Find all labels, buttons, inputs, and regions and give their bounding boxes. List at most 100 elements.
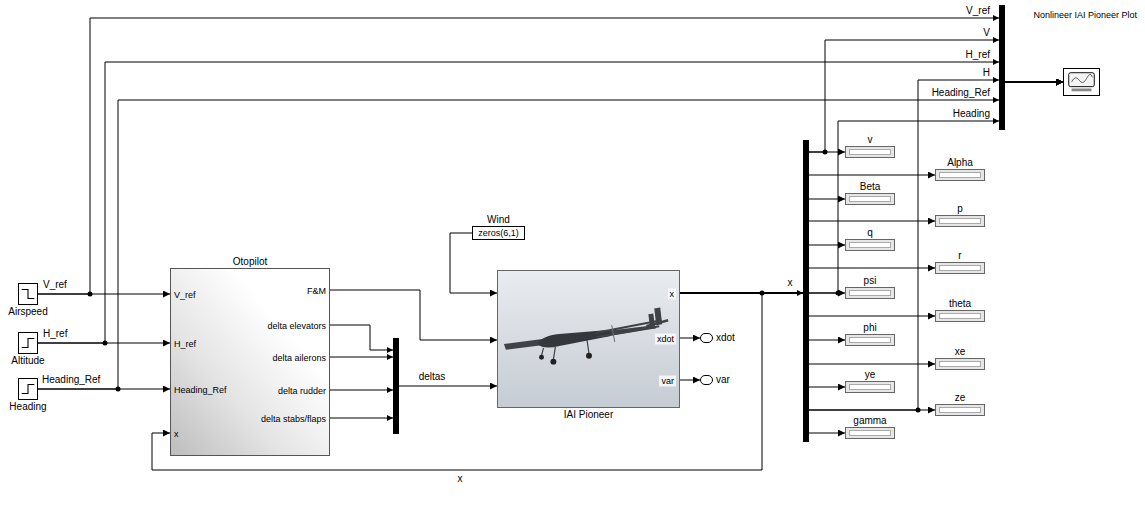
sky [498,271,679,407]
display-block: ze [935,404,985,416]
port-label: delta rudder [278,386,326,397]
signal-name: r [958,250,961,262]
step-source-block: Airspeed [18,283,38,305]
step-source-block: Altitude [18,332,38,354]
branch-point [103,341,108,346]
signal-line [680,82,1063,293]
block-name: Otopilot [233,256,267,268]
input-arrowhead [387,354,393,360]
input-arrowhead [993,59,999,65]
input-arrowhead [993,37,999,43]
signal-name: phi [863,322,876,334]
landing-gear [542,348,544,356]
signal-name: Alpha [947,157,973,169]
signal-label: H [982,67,991,79]
display-block: Alpha [935,169,985,181]
branch-point [836,291,841,296]
landing-gear [553,347,555,360]
signal-name: psi [864,275,877,287]
mux-bar [393,338,399,434]
signal-name: theta [949,298,971,310]
display-window [849,149,891,155]
signal-label: H_ref [42,328,68,340]
tail-fin [648,313,655,329]
stabilizer [646,320,668,326]
signal-line [680,380,700,381]
port-label: xdot [655,334,676,345]
display-block: ye [845,381,895,393]
plant-block: IAI Pioneerxxdotvar [497,270,680,408]
signal-name: ye [865,369,876,381]
subsystem-block: OtopilotV_refH_refHeading_RefxF&Mdelta e… [170,268,330,456]
port-label: H_ref [174,339,196,350]
signal-line [680,40,1063,293]
display-window [849,384,891,390]
scope-screen [1069,73,1095,87]
display-block: q [845,239,895,251]
block-name: Airspeed [8,306,47,318]
signal-name: v [868,134,873,146]
input-arrowhead [993,97,999,103]
port-label: var [659,376,676,387]
input-arrowhead [993,15,999,21]
display-block: r [935,262,985,274]
port-label: x [174,429,179,440]
port-label: delta elevators [267,321,326,332]
step-source-block: Heading [18,378,38,400]
input-arrowhead [797,290,803,296]
aircraft-illustration [498,271,679,407]
display-window [939,361,981,367]
signal-label: Heading_Ref [931,87,991,99]
port-label: delta stabs/flaps [261,414,326,425]
display-window [849,290,891,296]
wing [504,325,656,350]
block-name: IAI Pioneer [564,409,613,421]
outport-block: xdot [700,333,713,343]
step-curve [22,384,35,393]
scope-trace [1072,74,1093,82]
signal-label: V_ref [42,279,68,291]
display-block: xe [935,358,985,370]
signal-line [450,233,497,293]
display-window [939,407,981,413]
display-block: Beta [845,193,895,205]
block-name: xdot [716,332,735,344]
display-window [939,172,981,178]
block-parameter: zeros(6,1) [478,227,519,239]
signal-line [38,18,1063,294]
signal-label: Heading_Ref [41,374,101,386]
display-window [849,337,891,343]
block-name: Wind [487,214,510,226]
wheel [550,359,556,365]
display-block: psi [845,287,895,299]
input-arrowhead [387,415,393,421]
signal-name: xe [955,346,966,358]
step-icon [19,284,37,304]
step-curve [22,338,35,347]
display-window [849,430,891,436]
input-arrowhead [993,77,999,83]
block-name: Heading [9,401,46,413]
signal-line [680,152,845,293]
branch-point [823,150,828,155]
display-block: phi [845,334,895,346]
signal-line [330,290,497,340]
port-label: delta ailerons [272,353,326,364]
port-label: V_ref [174,290,196,301]
signal-line [680,199,845,293]
branch-point [760,291,765,296]
display-block: v [845,146,895,158]
signal-label: x [787,277,794,289]
display-block: p [935,215,985,227]
signal-label: H_ref [965,49,991,61]
scope-icon [1064,69,1099,95]
block-name: var [716,374,730,386]
demux-bar [803,140,809,442]
signal-line [680,80,1063,410]
display-block: theta [935,310,985,322]
signal-line [680,338,700,339]
outport-block: var [700,375,713,385]
step-icon [19,379,37,399]
block-name: Nonlineer IAI Pioneer Plot [1033,9,1137,21]
scope-block: Nonlineer IAI Pioneer Plot [1063,68,1100,96]
